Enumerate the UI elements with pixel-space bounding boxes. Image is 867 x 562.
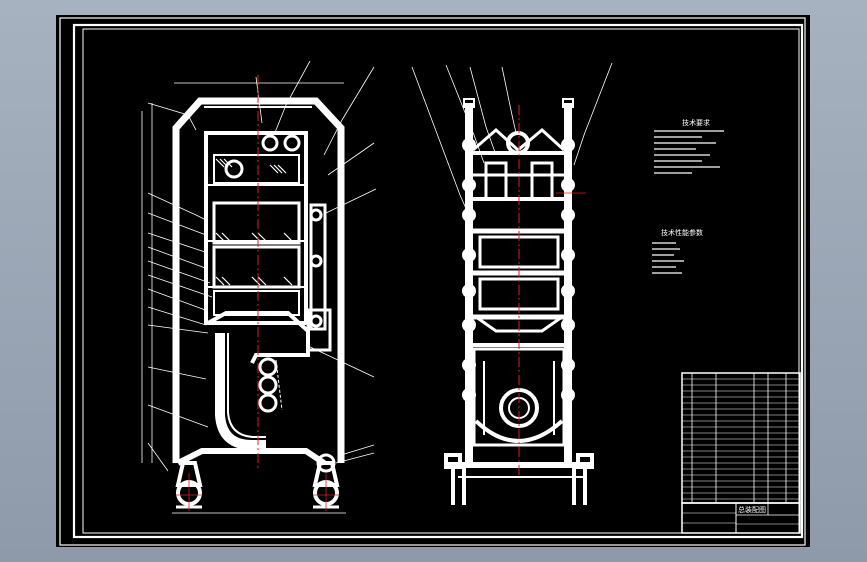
spec-notes-title: 技术性能参数: [661, 228, 703, 237]
front-view: [141, 60, 377, 514]
side-wheels: [444, 453, 594, 505]
title-block: [681, 502, 801, 534]
parts-list: [681, 372, 801, 504]
cad-viewport[interactable]: 技术要求 技术性能参数: [56, 15, 810, 547]
inner-border: [72, 23, 804, 539]
side-view: [411, 62, 613, 505]
technical-notes: 技术要求 技术性能参数: [652, 118, 724, 274]
tech-notes-title: 技术要求: [682, 118, 710, 127]
drawing-frame: [82, 28, 800, 534]
title-block-title: 总装配图: [738, 505, 766, 514]
assembly-drawing: 技术要求 技术性能参数: [59, 17, 806, 546]
discharge-pipe: [215, 333, 266, 450]
inner-housing: [204, 131, 308, 325]
front-base: [176, 448, 326, 466]
duct: [207, 311, 310, 364]
outer-border: [59, 17, 806, 546]
